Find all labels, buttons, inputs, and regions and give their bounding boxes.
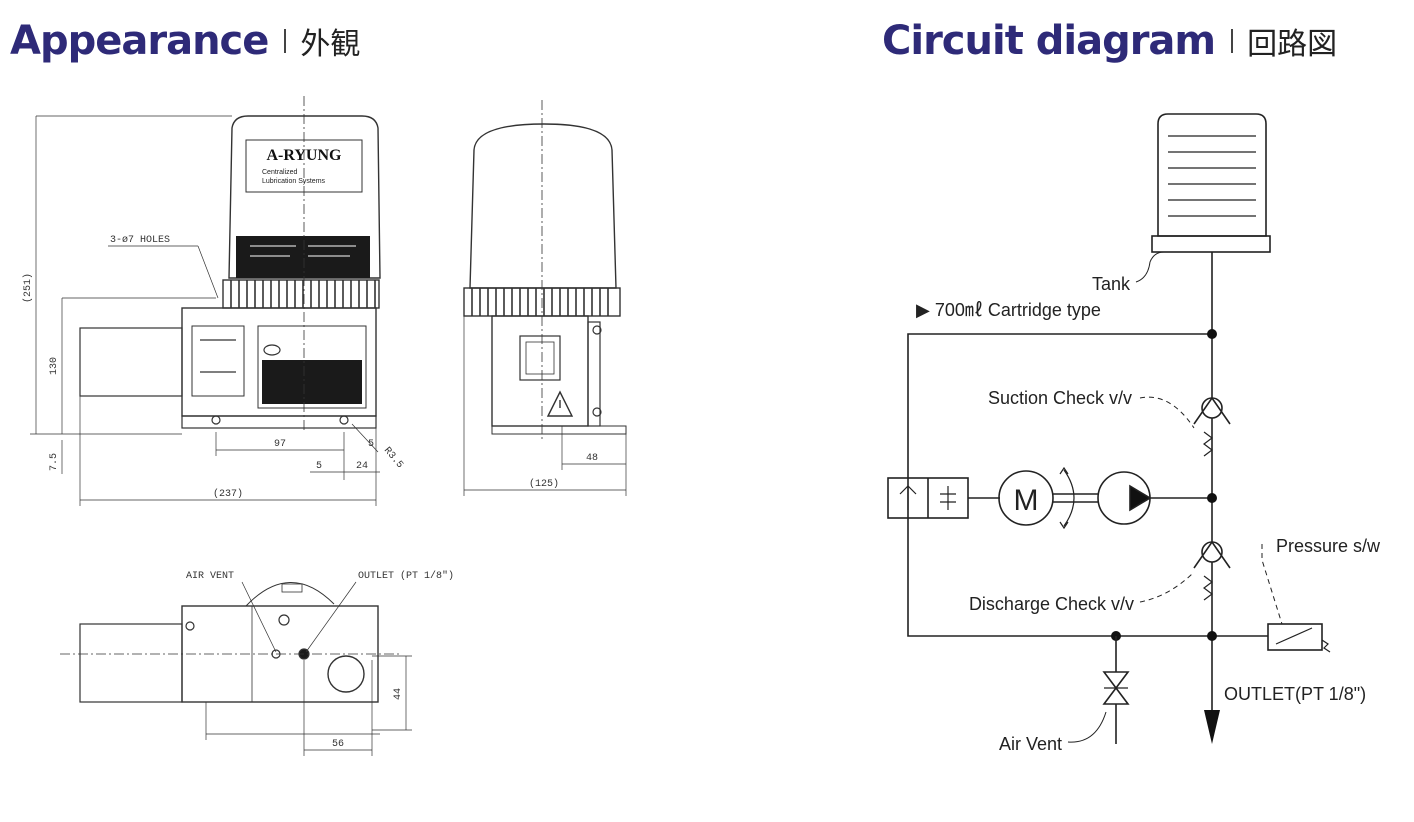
dim-56: 56 <box>332 739 344 750</box>
air-vent-valve <box>1102 636 1130 744</box>
dim-24: 24 <box>356 461 368 472</box>
dim-r: R3.5 <box>381 446 405 471</box>
circuit-labels: Tank ▶ 700㎖ Cartridge type Suction Check… <box>916 274 1381 754</box>
circuit-title: Circuit diagram <box>882 18 1216 64</box>
dim-5: 5 <box>368 439 374 450</box>
brand-sub2: Lubrication Systems <box>262 178 326 185</box>
air-vent-label: Air Vent <box>999 734 1062 754</box>
cartridge-label: ▶ 700㎖ Cartridge type <box>916 300 1101 320</box>
circuit-heading: Circuit diagram 回路図 <box>882 18 1337 64</box>
dim-44: 44 <box>393 688 404 700</box>
dim-hole-pitch: 97 <box>274 439 286 450</box>
dim-base-offset: 7.5 <box>49 453 60 471</box>
air-vent-label: AIR VENT <box>186 571 234 582</box>
appearance-title-jp: 外観 <box>300 27 361 62</box>
appearance-heading: Appearance 外観 <box>10 18 360 64</box>
suction-check-valve <box>1193 396 1231 457</box>
pressure-label: Pressure s/w <box>1276 536 1381 556</box>
outlet-arrow <box>1204 710 1220 744</box>
front-view <box>30 96 381 506</box>
brand-sub1: Centralized <box>262 169 298 176</box>
suction-label: Suction Check v/v <box>988 388 1132 408</box>
motor-label: M <box>1014 484 1039 517</box>
appearance-title: Appearance <box>10 18 269 64</box>
outlet-label: OUTLET (PT 1/8") <box>358 570 454 582</box>
pump-symbol <box>1097 471 1152 525</box>
side-view <box>463 100 627 496</box>
motor-symbol <box>998 466 1098 530</box>
tank-label: Tank <box>1092 274 1131 294</box>
dim-total-width: (237) <box>213 488 243 500</box>
pressure-switch-symbol <box>1267 623 1331 653</box>
discharge-label: Discharge Check v/v <box>969 594 1134 614</box>
heading-separator <box>284 29 287 53</box>
heading-separator <box>1231 29 1234 53</box>
outlet-label: OUTLET(PT 1/8") <box>1224 684 1366 704</box>
dim-48: 48 <box>586 453 598 464</box>
leader-lines <box>1067 251 1283 743</box>
appearance-drawing: A-RYUNG Centralized Lubrication Systems … <box>22 96 627 756</box>
holes-label: 3-ø7 HOLES <box>110 235 170 246</box>
dim-body-height: 130 <box>49 357 60 375</box>
brand-label: A-RYUNG <box>267 147 343 164</box>
circuit-drawing: Tank ▶ 700㎖ Cartridge type Suction Check… <box>887 113 1381 754</box>
control-valve-symbol <box>887 477 1000 519</box>
circuit-title-jp: 回路図 <box>1247 27 1338 62</box>
dim-5b: 5 <box>316 461 322 472</box>
top-view <box>60 581 412 756</box>
dim-total-height: (251) <box>22 273 34 303</box>
discharge-check-valve <box>1193 540 1231 601</box>
tank-symbol <box>1151 113 1271 253</box>
dim-side-width: (125) <box>529 478 559 490</box>
